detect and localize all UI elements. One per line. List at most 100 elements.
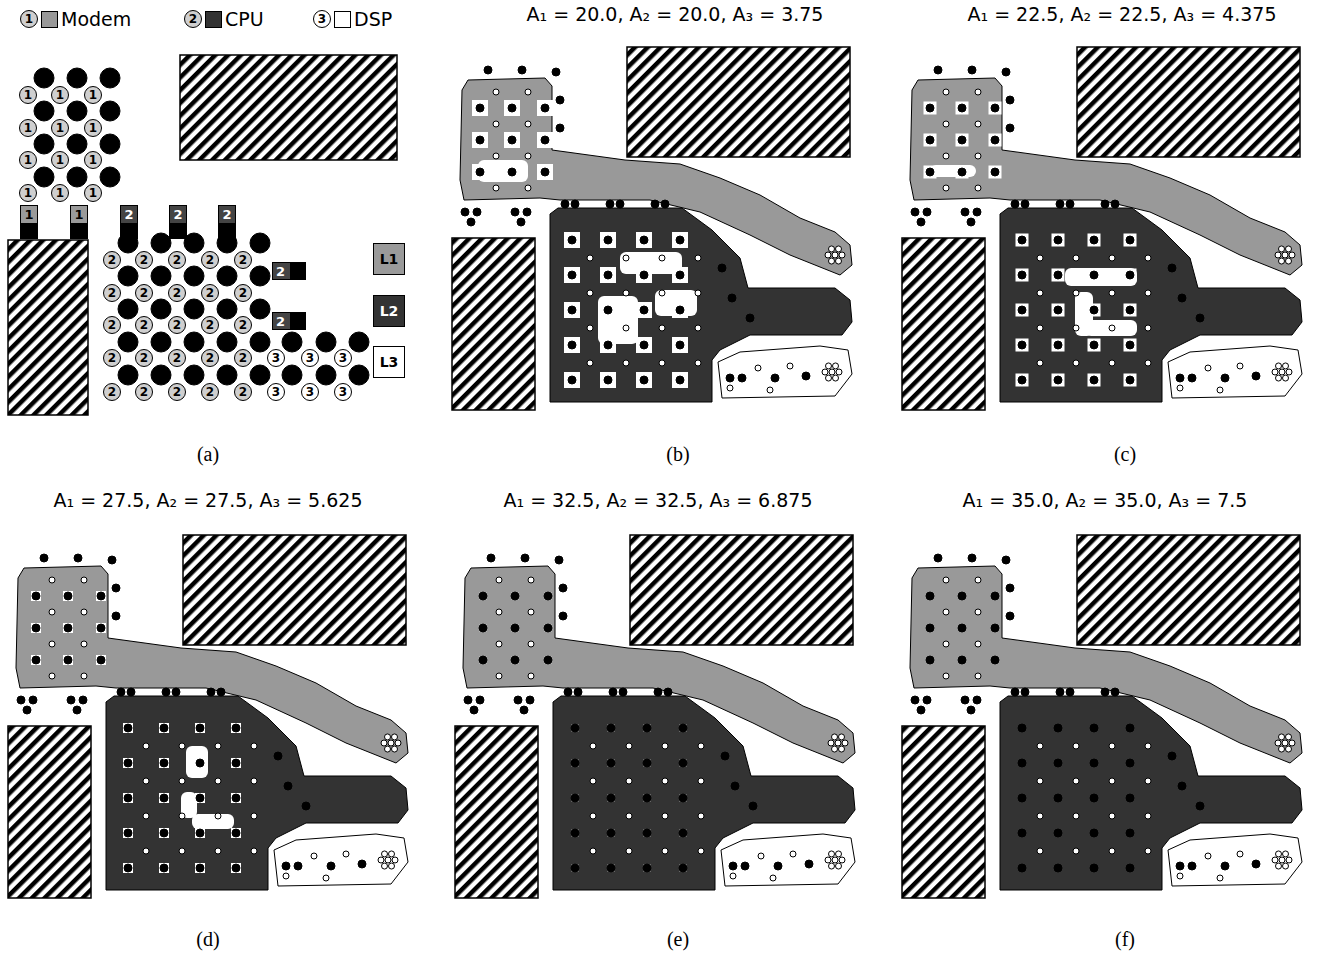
pin-dot <box>467 218 475 226</box>
pin-dot <box>1126 829 1134 837</box>
small-pin <box>1145 848 1151 854</box>
pin-dot <box>1252 372 1260 380</box>
small-pin <box>251 848 257 854</box>
node-text: 2 <box>124 208 133 221</box>
pin-dot <box>958 624 966 632</box>
small-pin <box>251 743 257 749</box>
pin-dot <box>991 168 999 176</box>
node-text: 2 <box>239 254 247 266</box>
hole <box>564 302 580 318</box>
pin-dot <box>911 696 919 704</box>
pin-marker: 3 <box>334 383 352 401</box>
hole <box>644 865 651 872</box>
small-pin-group <box>730 851 796 881</box>
pin-dot <box>731 782 739 790</box>
pin-dot-group <box>1168 264 1204 382</box>
pin-dot <box>676 376 684 384</box>
small-pin <box>1276 375 1282 381</box>
pin-dot <box>568 376 576 384</box>
small-pin-group <box>381 734 401 752</box>
hole <box>537 100 553 116</box>
pin-dot <box>32 592 40 600</box>
pin-dot <box>232 759 240 767</box>
small-pin <box>839 857 845 863</box>
hole <box>636 372 652 388</box>
pin-dot <box>1054 341 1062 349</box>
hole <box>636 337 652 353</box>
small-pin <box>528 609 534 615</box>
pin-dot-group <box>911 696 981 714</box>
hole <box>195 863 205 873</box>
pin-dot <box>184 299 204 319</box>
small-pin <box>385 746 391 752</box>
pin-dot <box>991 656 999 664</box>
small-pin-group <box>943 577 981 679</box>
pin-marker: 2 <box>168 383 186 401</box>
placement-panel <box>455 535 855 898</box>
hole <box>231 793 241 803</box>
small-pin <box>590 743 596 749</box>
pin-dot <box>1006 612 1014 620</box>
legend-swatch <box>41 11 58 28</box>
pin-dot <box>1054 759 1062 767</box>
pin-dot-group <box>1168 752 1204 870</box>
small-pin <box>822 369 828 375</box>
small-pin-group <box>590 743 704 854</box>
pin-dot <box>232 724 240 732</box>
node-text: 3 <box>339 386 347 398</box>
pin-dot <box>479 656 487 664</box>
pin-dot <box>1101 688 1109 696</box>
pin-dot <box>1252 860 1260 868</box>
pin-dot <box>1126 724 1134 732</box>
pin-dot <box>1126 794 1134 802</box>
pin-dot <box>1178 782 1186 790</box>
small-pin <box>975 641 981 647</box>
pin-dot <box>1002 68 1010 76</box>
pin-dot <box>32 656 40 664</box>
hole <box>924 102 937 115</box>
pin-dot <box>40 554 48 562</box>
small-pin <box>829 851 835 857</box>
pin-marker: 3 <box>267 383 285 401</box>
pin-dot <box>232 829 240 837</box>
pin-dot <box>1021 688 1029 696</box>
pin-dot <box>1006 584 1014 592</box>
pin-dot <box>118 365 138 385</box>
pin-dot <box>232 864 240 872</box>
pin-dot <box>67 101 87 121</box>
hole <box>504 100 520 116</box>
small-pin <box>1073 848 1079 854</box>
pin-dot <box>358 860 366 868</box>
pin-dot <box>643 724 651 732</box>
small-pin <box>943 185 949 191</box>
pin-dot <box>640 271 648 279</box>
pin-dot <box>1090 376 1098 384</box>
node-text: 3 <box>306 386 314 398</box>
small-pin <box>49 641 55 647</box>
hole <box>572 760 579 767</box>
pin-dot <box>1101 200 1109 208</box>
small-pin <box>1073 743 1079 749</box>
pin-dot <box>1168 264 1176 272</box>
small-pin <box>1286 746 1292 752</box>
pin-dot <box>217 299 237 319</box>
pin-dot <box>64 592 72 600</box>
small-pin <box>829 863 835 869</box>
pin-dot <box>991 624 999 632</box>
small-pin <box>1282 252 1288 258</box>
pin-dot <box>97 624 105 632</box>
pin-dot <box>643 864 651 872</box>
small-pin <box>392 857 398 863</box>
pin-dot <box>160 829 168 837</box>
pin-marker: 2 <box>135 349 153 367</box>
hole <box>672 232 688 248</box>
pin-dot <box>721 752 729 760</box>
pin-dot <box>151 332 171 352</box>
small-pin <box>496 577 502 583</box>
pin-dot <box>217 688 225 696</box>
small-pin-group <box>825 851 845 869</box>
node-text: 2 <box>206 254 214 266</box>
pin-dot <box>1018 341 1026 349</box>
pin-dot-group <box>718 264 754 382</box>
